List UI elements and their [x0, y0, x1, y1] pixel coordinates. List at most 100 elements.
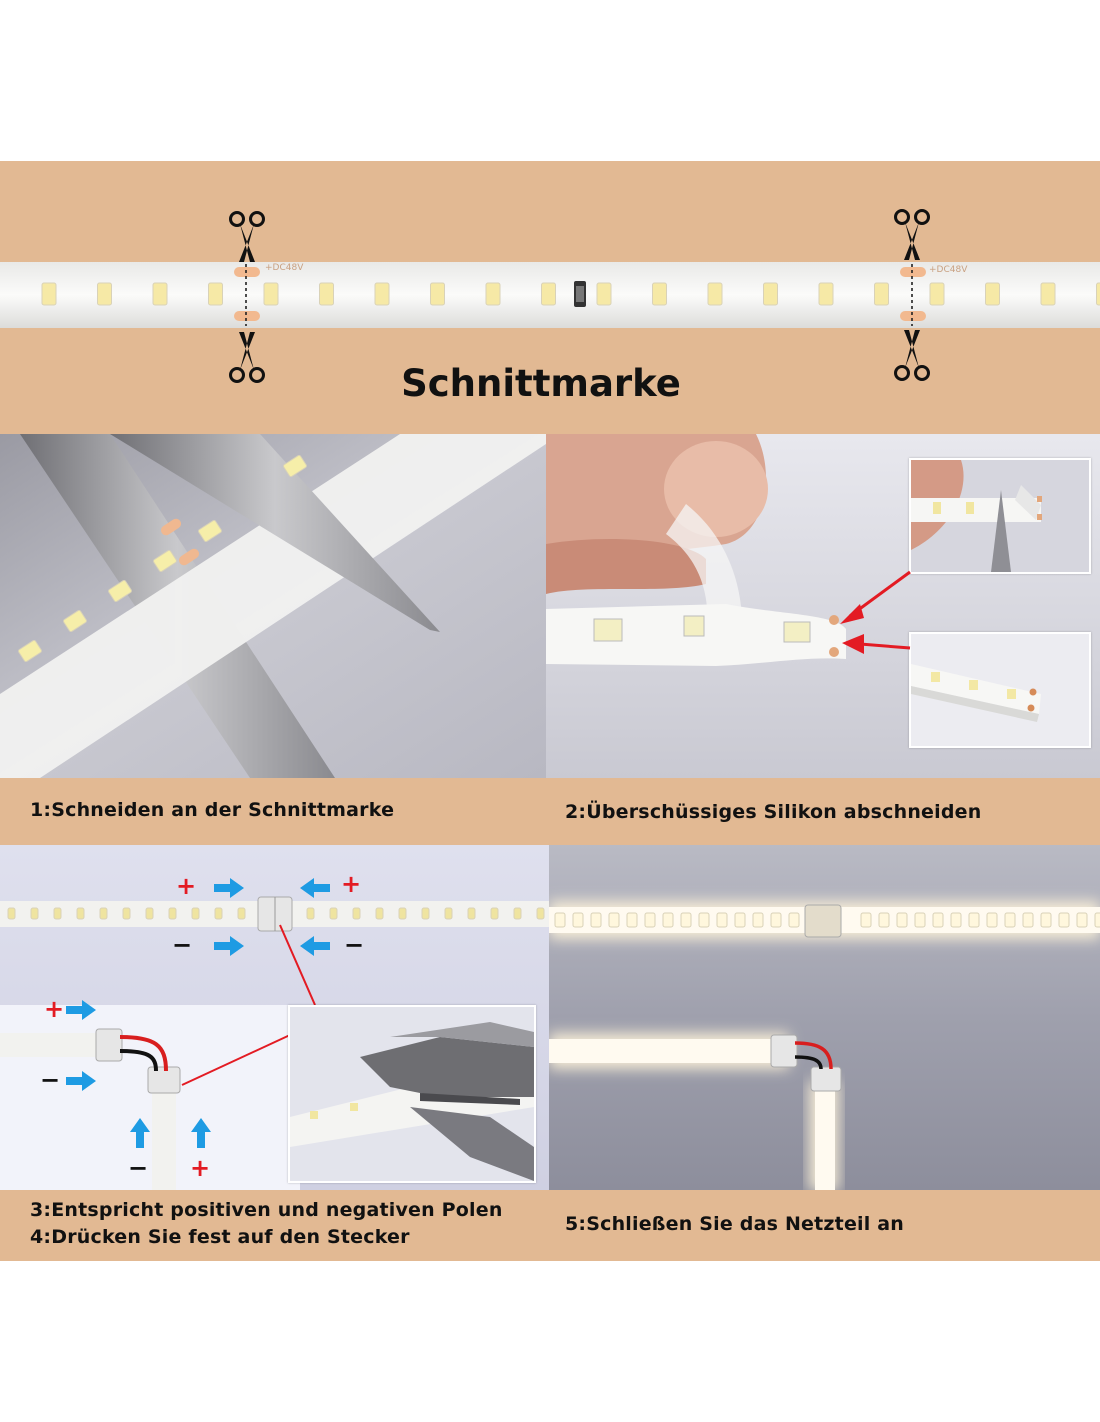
led-chip — [652, 282, 667, 306]
led-chip — [716, 912, 728, 928]
led-chip — [319, 282, 334, 306]
step-4-label: 4:Drücken Sie fest auf den Stecker — [30, 1226, 410, 1248]
led-chip — [485, 282, 501, 306]
led-chip — [1094, 912, 1100, 928]
scissors-icon — [894, 209, 930, 260]
led-chip — [214, 907, 223, 920]
led-chip — [122, 907, 131, 920]
voltage-marking-left: +DC48V — [265, 263, 304, 273]
led-chip — [932, 912, 944, 928]
led-chip — [707, 282, 723, 306]
red-pointer-arrow-icon — [840, 570, 911, 654]
led-chip — [467, 907, 476, 920]
plus-sign: + — [176, 872, 197, 900]
led-chip — [329, 907, 338, 920]
arrow-right-icon — [214, 878, 244, 898]
arrow-up-icon — [130, 1118, 150, 1148]
led-chip — [63, 609, 87, 633]
led-chip — [662, 912, 674, 928]
led-chip — [375, 907, 384, 920]
led-chip — [490, 907, 499, 920]
led-chip — [7, 907, 16, 920]
led-chip — [18, 639, 42, 663]
step-3-label: 3:Entspricht positiven und negativen Pol… — [30, 1199, 503, 1221]
led-chip — [541, 282, 556, 306]
led-chip — [770, 912, 782, 928]
led-chip — [950, 912, 962, 928]
photo-cutting-strip — [0, 434, 546, 778]
minus-sign: − — [128, 1154, 149, 1182]
led-chip — [874, 282, 889, 306]
led-chip — [896, 912, 908, 928]
led-chip — [596, 282, 612, 306]
inset-photo-cut-silicone — [909, 458, 1091, 574]
minus-sign: − — [344, 931, 365, 959]
plus-sign: + — [190, 1154, 211, 1182]
led-chip — [554, 912, 566, 928]
led-chip — [198, 519, 222, 543]
led-chip — [430, 282, 445, 306]
arrow-right-icon — [214, 936, 244, 956]
led-chip — [985, 282, 1000, 306]
led-chip — [818, 282, 834, 306]
voltage-marking-right: +DC48V — [929, 265, 968, 275]
led-chip — [929, 282, 945, 306]
led-chip — [1076, 912, 1088, 928]
led-chip — [513, 907, 522, 920]
page-title: Schnittmarke — [401, 362, 681, 405]
led-chip — [421, 907, 430, 920]
led-chip — [680, 912, 692, 928]
led-chip — [306, 907, 315, 920]
arrow-up-icon — [191, 1118, 211, 1148]
step-label-band-1 — [0, 778, 1100, 845]
led-chip — [53, 907, 62, 920]
led-chip — [30, 907, 39, 920]
led-chip — [1096, 282, 1100, 306]
step-1-label: 1:Schneiden an der Schnittmarke — [30, 799, 395, 821]
led-chip — [1004, 912, 1016, 928]
led-chip — [1040, 912, 1052, 928]
scissors-icon — [229, 211, 265, 262]
led-chip — [734, 912, 746, 928]
step-2-label: 2:Überschüssiges Silikon abschneiden — [565, 801, 982, 823]
led-chip — [536, 907, 545, 920]
led-chip — [99, 907, 108, 920]
led-chip — [788, 912, 800, 928]
led-chip — [237, 907, 246, 920]
led-chip — [108, 579, 132, 603]
led-chip — [76, 907, 85, 920]
led-chip — [572, 912, 584, 928]
step-label-band-2 — [0, 1190, 1100, 1261]
led-chip — [374, 282, 390, 306]
led-chip — [590, 912, 602, 928]
led-chip — [626, 912, 638, 928]
led-chip — [1058, 912, 1070, 928]
led-chip — [444, 907, 453, 920]
led-chip — [97, 282, 112, 306]
led-chip — [878, 912, 890, 928]
led-chip — [698, 912, 710, 928]
led-chip — [644, 912, 656, 928]
led-chip — [763, 282, 778, 306]
led-chip — [168, 907, 177, 920]
photo-strip-lit — [549, 845, 1100, 1190]
led-chip — [398, 907, 407, 920]
led-chip — [1022, 912, 1034, 928]
minus-sign: − — [172, 931, 193, 959]
led-chip — [352, 907, 361, 920]
minus-sign: − — [40, 1066, 61, 1094]
plus-sign: + — [44, 995, 65, 1023]
inset-photo-pliers-press — [288, 1005, 536, 1183]
led-chip — [968, 912, 980, 928]
led-chip — [608, 912, 620, 928]
led-chip — [914, 912, 926, 928]
led-chip — [153, 549, 177, 573]
scissors-icon — [229, 332, 265, 383]
led-chip — [860, 912, 872, 928]
led-chip — [208, 282, 223, 306]
arrow-left-icon — [300, 878, 330, 898]
arrow-right-icon — [66, 1000, 96, 1020]
arrow-right-icon — [66, 1071, 96, 1091]
inset-photo-exposed-pads — [909, 632, 1091, 748]
arrow-left-icon — [300, 936, 330, 956]
